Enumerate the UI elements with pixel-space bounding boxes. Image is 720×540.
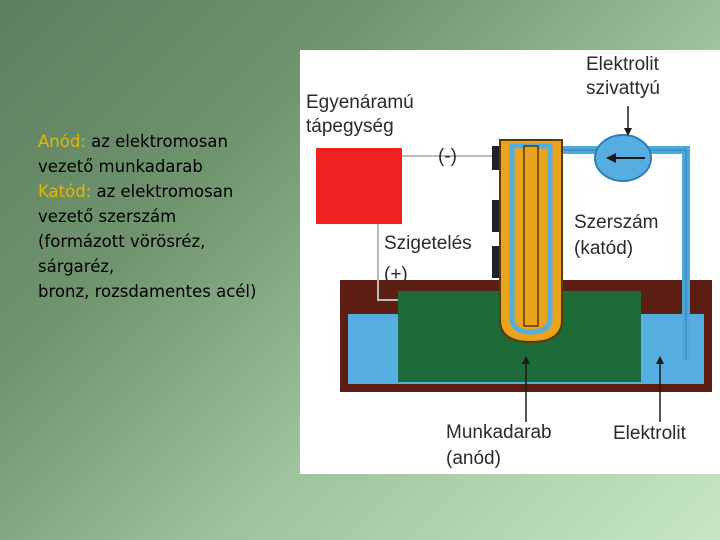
anode-description: az elektromosan [85,132,228,151]
anode-line: Anód: az elektromosan [38,129,293,154]
tool-label-1: Szerszám [574,212,658,233]
diagram-svg: Egyenáramú tápegység Elektrolit szivatty… [306,54,712,469]
pump-pointer-head [624,128,632,136]
pump-label-1: Elektrolit [586,54,660,75]
workpiece-label-2: (anód) [446,448,501,469]
materials-line-3: bronz, rozsdamentes acél) [38,282,257,301]
power-label-1: Egyenáramú [306,92,414,113]
pump-arrow-head [606,153,616,163]
insulation-block-top [492,146,500,170]
insulation-block-mid [492,200,500,232]
insulation-block-low [492,246,500,278]
cathode-line-2: vezető szerszám [38,207,177,226]
tool-label-2: (katód) [574,238,633,259]
pump-label-2: szivattyú [586,78,660,99]
cathode-line: Katód: az elektromosan [38,179,293,204]
power-label-2: tápegység [306,116,394,137]
materials-line-1: (formázott vörösréz, [38,232,206,251]
plus-label: (+) [384,264,408,285]
description-text: Anód: az elektromosan vezető munkadarab … [38,129,293,304]
anode-term: Anód: [38,132,86,151]
minus-label: (-) [438,146,457,167]
tool-flow-channel [509,143,553,335]
ecm-diagram: Egyenáramú tápegység Elektrolit szivatty… [300,50,720,474]
power-supply-box [316,148,402,224]
cathode-description: az elektromosan [91,182,234,201]
positive-wire [377,224,398,301]
materials-line-2: sárgaréz, [38,257,115,276]
insulation-label: Szigetelés [384,233,472,254]
electrolyte-pointer-head [656,356,664,364]
cathode-term: Katód: [38,182,92,201]
electrolyte-label: Elektrolit [613,423,687,444]
tool-core [523,145,539,327]
workpiece-label-1: Munkadarab [446,422,552,443]
workpiece-pointer-head [522,356,530,364]
anode-line-2: vezető munkadarab [38,157,203,176]
